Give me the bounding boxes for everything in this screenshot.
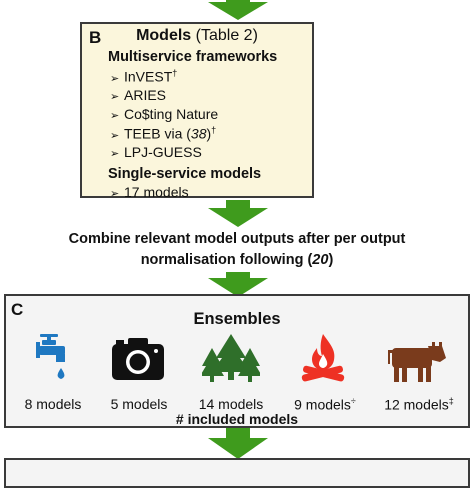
chevron-right-icon: ➢ — [110, 129, 120, 142]
ensemble-count: 14 models — [198, 396, 264, 412]
multiservice-heading: Multiservice frameworks — [108, 49, 278, 65]
camera-icon — [112, 338, 164, 380]
water-tap-icon — [36, 334, 65, 379]
ensemble-label-camera: 5 models — [94, 396, 184, 412]
included-models-caption: # included models — [175, 411, 299, 427]
list-item-text: TEEB via ( — [124, 125, 191, 142]
bottom-flow-arrow — [208, 428, 268, 459]
reference-number: 38 — [190, 125, 207, 142]
list-item-costing-nature: ➢ Co$ting Nature — [110, 106, 218, 122]
combine-line-2-close: ) — [328, 252, 334, 268]
ensemble-label-forest: 14 models — [186, 396, 276, 412]
panel-c-title: Ensembles — [193, 310, 281, 328]
ensemble-count: 5 models — [110, 396, 168, 412]
reference-close: ) — [206, 125, 212, 142]
single-service-heading: Single-service models — [108, 166, 262, 182]
list-item-invest: ➢ InVEST† — [110, 68, 177, 85]
ensemble-count: 8 models — [24, 396, 82, 412]
list-item-lpj-guess: ➢ LPJ-GUESS — [110, 144, 202, 160]
combine-line-2: normalisation following (20) — [0, 250, 474, 271]
list-item-text: Co$ting Nature — [124, 106, 219, 122]
chevron-right-icon: ➢ — [110, 110, 120, 122]
cow-icon — [388, 342, 446, 382]
list-item-text: InVEST — [124, 68, 173, 85]
ensemble-mark: ÷ — [350, 396, 356, 406]
ensemble-label-cow: 12 models‡ — [374, 396, 464, 413]
list-item-text: 17 models — [124, 184, 189, 200]
chevron-right-icon: ➢ — [110, 91, 120, 103]
list-item-aries: ➢ ARIES — [110, 87, 166, 103]
panel-b-letter: B — [89, 28, 102, 47]
chevron-right-icon: ➢ — [110, 72, 120, 85]
ensemble-label-fire: 9 models÷ — [280, 396, 370, 413]
top-flow-arrow — [208, 0, 268, 20]
chevron-right-icon: ➢ — [110, 188, 120, 200]
combine-instruction: Combine relevant model outputs after per… — [0, 229, 474, 271]
panel-b-models: B Models (Table 2) Multiservice framewor… — [80, 22, 314, 200]
panel-b-title: Models (Table 2) — [82, 27, 312, 45]
ensemble-mark: ‡ — [448, 396, 454, 406]
ensemble-count: 9 models — [294, 396, 351, 413]
forest-trees-icon — [202, 334, 260, 382]
panel-c-ensembles: C Ensembles — [4, 294, 470, 428]
combine-line-1: Combine relevant model outputs after per… — [68, 231, 406, 247]
combine-line-2-text: normalisation following ( — [140, 252, 313, 268]
dagger-mark: † — [172, 68, 178, 78]
panel-b-title-rest: (Table 2) — [191, 27, 258, 44]
next-panel-box — [4, 458, 470, 488]
panel-b-title-bold: Models — [136, 27, 192, 44]
campfire-icon — [301, 334, 345, 382]
middle-flow-arrow — [208, 200, 268, 227]
list-item-text: ARIES — [124, 87, 167, 103]
list-item-teeb: ➢ TEEB via (38)† — [110, 125, 216, 142]
panel-c-letter: C — [11, 300, 24, 319]
combine-reference: 20 — [312, 252, 329, 268]
ensemble-label-water: 8 models — [8, 396, 98, 412]
dagger-mark: † — [211, 125, 217, 135]
chevron-right-icon: ➢ — [110, 148, 120, 160]
list-item-single-count: ➢ 17 models — [110, 184, 189, 200]
list-item-text: LPJ-GUESS — [124, 144, 202, 160]
ensemble-count: 12 models — [384, 396, 449, 413]
lower-flow-arrow — [208, 272, 268, 297]
